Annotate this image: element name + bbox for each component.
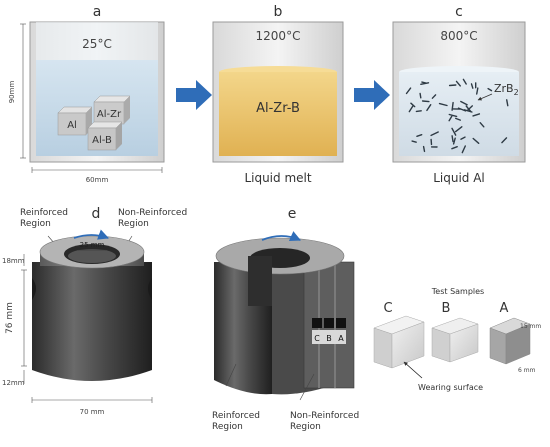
svg-text:Al: Al xyxy=(67,120,77,131)
sample-b xyxy=(432,318,478,362)
zrb2-particle xyxy=(416,111,421,112)
dim-height-a: 90mm xyxy=(8,81,16,104)
cylinder-d-body xyxy=(32,262,152,381)
panel-b: b 1200°C Al-Zr-B Liquid melt xyxy=(213,4,343,185)
panel-c-caption: Liquid Al xyxy=(433,171,485,185)
zrb2-particle xyxy=(450,85,456,86)
panel-c-temp: 800°C xyxy=(440,29,477,43)
dim-height-d: 76 mm xyxy=(5,302,15,334)
zrb2-particle xyxy=(424,147,425,152)
panel-a-letter: a xyxy=(93,4,102,20)
dim-width-d: 70 mm xyxy=(80,408,105,416)
arrow-b-to-c xyxy=(354,80,390,110)
svg-text:A: A xyxy=(338,334,344,343)
alloy-block-al-b: Al-B xyxy=(88,122,122,150)
alloy-block-al-zr: Al-Zr xyxy=(94,96,130,124)
melt-label: Al-Zr-B xyxy=(256,101,300,116)
sample-dim-width: 6 mm xyxy=(518,367,536,374)
panel-b-letter: b xyxy=(274,4,283,20)
sample-c-label: C xyxy=(383,301,392,316)
zrb2-particle xyxy=(420,94,421,98)
alloy-block-al: Al xyxy=(58,107,92,135)
sample-c xyxy=(374,316,424,368)
dim-inner-d: 25 mm xyxy=(80,241,105,249)
dim-top-d: 18mm xyxy=(2,257,25,265)
sample-b-label: B xyxy=(442,301,451,316)
panel-d-letter: d xyxy=(92,206,101,222)
panel-b-caption: Liquid melt xyxy=(244,171,311,185)
zrb2-particle xyxy=(423,101,429,102)
panel-b-temp: 1200°C xyxy=(256,29,301,43)
test-samples-title: Test Samples xyxy=(431,287,484,296)
svg-text:Al-Zr: Al-Zr xyxy=(97,109,122,120)
sample-a-label: A xyxy=(500,301,509,316)
test-samples: Test Samples C B A 15 mm 6 mm Wearing su… xyxy=(374,287,541,392)
svg-text:C: C xyxy=(314,334,320,343)
panel-a: a 25°C Al Al-Zr Al-B 90mm xyxy=(8,4,164,184)
svg-text:Al-B: Al-B xyxy=(92,135,112,146)
panel-e-letter: e xyxy=(288,206,297,222)
zrb2-particle xyxy=(452,103,453,111)
zrb2-particle xyxy=(422,82,426,83)
panel-c-letter: c xyxy=(455,4,463,20)
arrow-a-to-b xyxy=(176,80,212,110)
sample-slots-e: C B A xyxy=(312,318,346,344)
sample-dim-height: 15 mm xyxy=(520,323,541,330)
panel-a-temp: 25°C xyxy=(82,37,112,51)
zrb2-particle xyxy=(452,136,453,142)
dim-width-a: 60mm xyxy=(86,176,109,184)
wearing-surface-label: Wearing surface xyxy=(418,383,483,392)
svg-text:B: B xyxy=(326,334,332,343)
panel-c: c 800°C ZrB2 Liquid Al xyxy=(393,4,525,185)
dim-bottom-d: 12mm xyxy=(2,379,25,387)
